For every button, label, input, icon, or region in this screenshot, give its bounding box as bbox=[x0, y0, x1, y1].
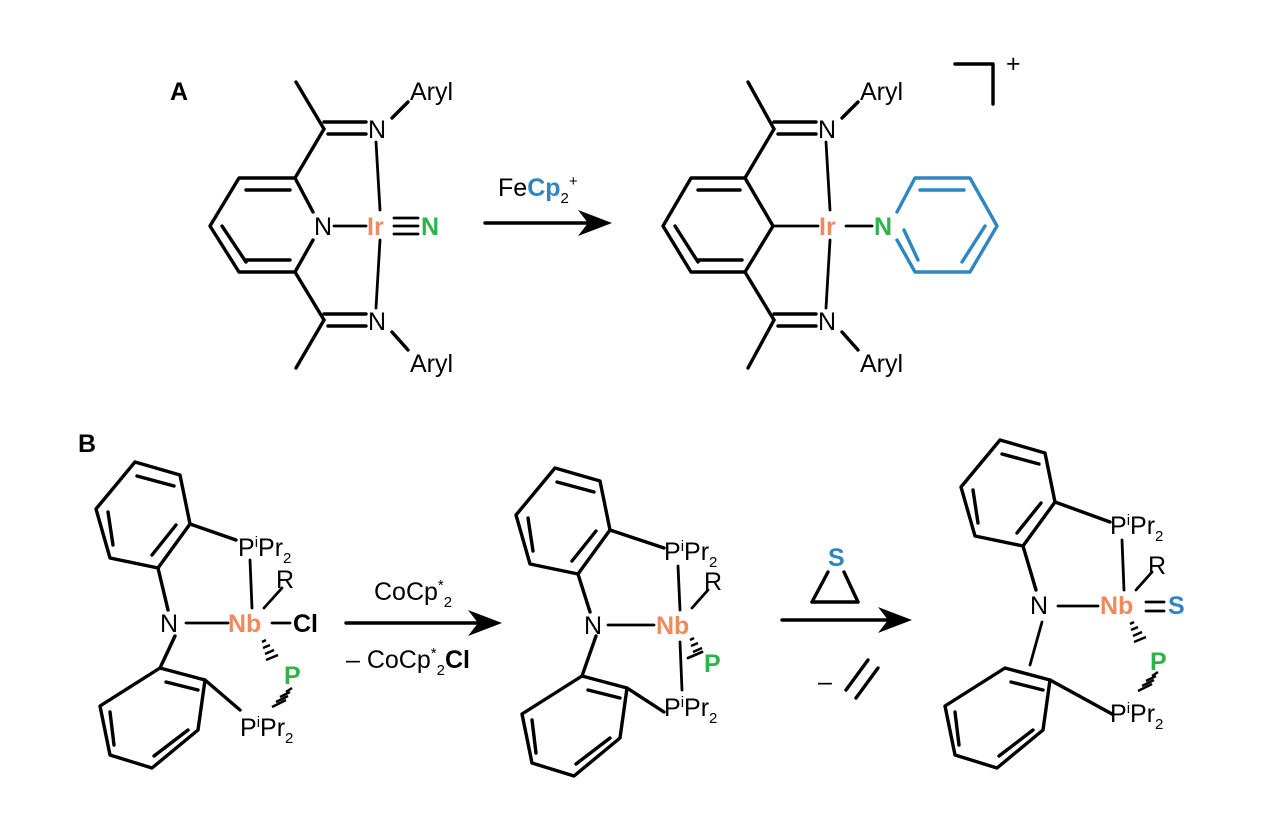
nb-atom-product: Nb bbox=[1100, 592, 1133, 620]
ir-atom-product: Ir bbox=[819, 213, 836, 241]
amide-n-product: N bbox=[1030, 592, 1048, 620]
aryl-bottom-product: Aryl bbox=[860, 350, 903, 378]
phosphide-p-product: P bbox=[1150, 648, 1167, 676]
sulfide-s: S bbox=[1168, 592, 1185, 620]
phosphine-bottom: PiPr2 bbox=[240, 714, 293, 747]
cobaltocene-reagent: CoCp*2 bbox=[374, 577, 452, 611]
cobaltocenium-byproduct: – CoCp*2Cl bbox=[346, 645, 470, 679]
nitride-n: N bbox=[421, 213, 439, 241]
aryl-bottom: Aryl bbox=[410, 350, 453, 378]
phosphide-p: P bbox=[284, 662, 301, 690]
nb-phosphide-intermediate: N Nb R P PiPr2 PiPr2 bbox=[514, 466, 722, 778]
panel-b-label: B bbox=[78, 430, 96, 458]
reaction-arrow-a: FeCp2+ bbox=[483, 173, 612, 236]
aryl-top: Aryl bbox=[410, 78, 453, 106]
cation-charge: + bbox=[1006, 50, 1021, 78]
imine-n-bottom-product: N bbox=[818, 308, 836, 336]
aryl-top-product: Aryl bbox=[860, 78, 903, 106]
ferrocenium-reagent: FeCp2+ bbox=[498, 173, 578, 207]
phosphine-top-product: PiPr2 bbox=[1110, 512, 1163, 545]
phosphine-bottom-product: PiPr2 bbox=[1110, 700, 1163, 733]
nb-atom: Nb bbox=[228, 610, 261, 638]
r-group-product: R bbox=[1148, 552, 1166, 580]
imine-n-top-product: N bbox=[818, 116, 836, 144]
reaction-arrow-b1: CoCp*2 – CoCp*2Cl bbox=[344, 577, 502, 679]
nb-chloride-phosphide-complex: N Nb Cl R P PiPr2 PiPr2 bbox=[94, 460, 318, 770]
ir-atom: Ir bbox=[367, 213, 384, 241]
pyridine-n: N bbox=[314, 213, 332, 241]
ir-nitride-complex: N Ir N N N Aryl Aryl bbox=[208, 78, 453, 378]
pyridinium-n: N bbox=[874, 213, 892, 241]
minus-sign: – bbox=[818, 668, 832, 696]
reaction-arrow-b2: S – bbox=[780, 544, 912, 700]
phosphide-p-int: P bbox=[704, 650, 721, 678]
amide-n: N bbox=[160, 610, 178, 638]
ir-pyridinium-complex: Ir N N N Aryl Aryl + bbox=[661, 50, 1021, 378]
panel-a-label: A bbox=[170, 78, 188, 106]
r-group-int: R bbox=[704, 568, 722, 596]
phosphine-top: PiPr2 bbox=[238, 534, 291, 567]
imine-n-bottom: N bbox=[368, 308, 386, 336]
phosphine-bottom-int: PiPr2 bbox=[664, 694, 717, 727]
amide-n-int: N bbox=[584, 612, 602, 640]
nb-atom-int: Nb bbox=[656, 612, 689, 640]
imine-n-top: N bbox=[368, 116, 386, 144]
nb-sulfide-phosphide-complex: N Nb S R P PiPr2 PiPr2 bbox=[943, 438, 1185, 770]
r-group: R bbox=[276, 566, 294, 594]
thiirane-s: S bbox=[828, 544, 845, 572]
chloride: Cl bbox=[293, 610, 318, 638]
phosphine-top-int: PiPr2 bbox=[664, 538, 717, 571]
